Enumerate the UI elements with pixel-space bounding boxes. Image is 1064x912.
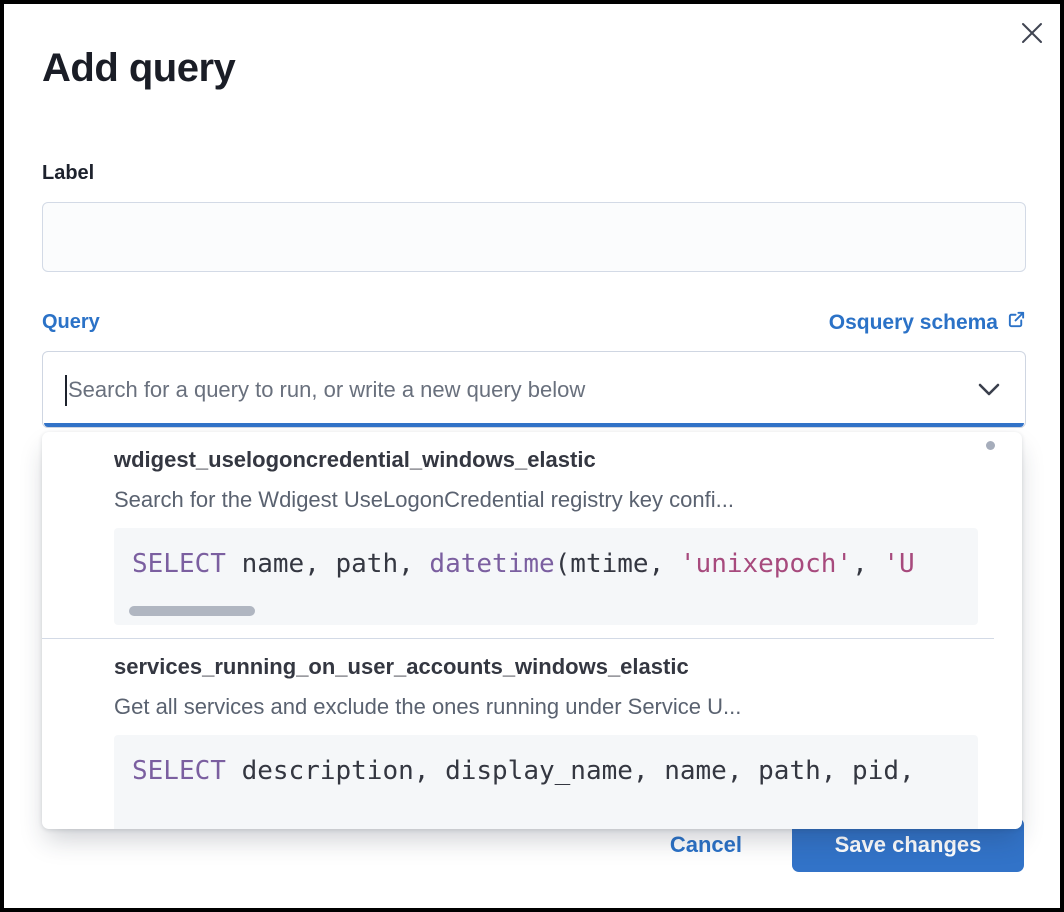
osquery-schema-link[interactable]: Osquery schema — [829, 310, 1026, 335]
label-field-caption: Label — [42, 162, 95, 184]
code-token: (mtime, — [554, 549, 680, 579]
cancel-button[interactable]: Cancel — [669, 832, 742, 857]
code-token: , — [852, 549, 884, 579]
label-input[interactable] — [42, 202, 1026, 272]
horizontal-scrollbar-thumb[interactable] — [129, 606, 255, 616]
text-caret — [65, 375, 67, 406]
code-token: datetime — [429, 549, 555, 579]
external-link-icon — [1007, 310, 1026, 335]
option-code-preview: SELECT name, path, datetime(mtime, 'unix… — [114, 528, 978, 625]
chevron-down-icon[interactable] — [977, 382, 1001, 398]
focus-underline — [44, 423, 1024, 427]
option-title: services_running_on_user_accounts_window… — [114, 654, 689, 679]
osquery-schema-link-label: Osquery schema — [828, 310, 998, 334]
list-item-wdigest[interactable]: wdigest_uselogoncredential_windows_elast… — [114, 447, 978, 625]
list-item-services-running[interactable]: services_running_on_user_accounts_window… — [114, 654, 978, 829]
combobox-placeholder: Search for a query to run, or write a ne… — [68, 376, 586, 402]
query-combobox[interactable]: Search for a query to run, or write a ne… — [42, 351, 1026, 428]
page-title: Add query — [42, 46, 236, 90]
query-row: Query Osquery schema — [42, 310, 1026, 335]
option-title: wdigest_uselogoncredential_windows_elast… — [114, 447, 596, 472]
vertical-scrollbar-thumb[interactable] — [986, 441, 995, 450]
query-suggestions-dropdown: wdigest_uselogoncredential_windows_elast… — [42, 432, 1022, 829]
option-description: Search for the Wdigest UseLogonCredentia… — [114, 487, 734, 512]
option-code-preview: SELECT description, display_name, name, … — [114, 735, 978, 829]
code-token: description, display_name, name, path, p… — [225, 756, 915, 786]
code-token: 'U — [883, 549, 915, 579]
code-token: name, path, — [225, 549, 430, 579]
code-token: SELECT — [132, 549, 226, 579]
code-token: SELECT — [132, 756, 226, 786]
query-field-caption: Query — [42, 311, 100, 333]
code-token: 'unixepoch' — [679, 549, 853, 579]
option-divider — [42, 638, 994, 639]
close-icon — [1018, 19, 1046, 50]
close-button[interactable] — [1012, 14, 1052, 54]
option-description: Get all services and exclude the ones ru… — [114, 694, 742, 719]
